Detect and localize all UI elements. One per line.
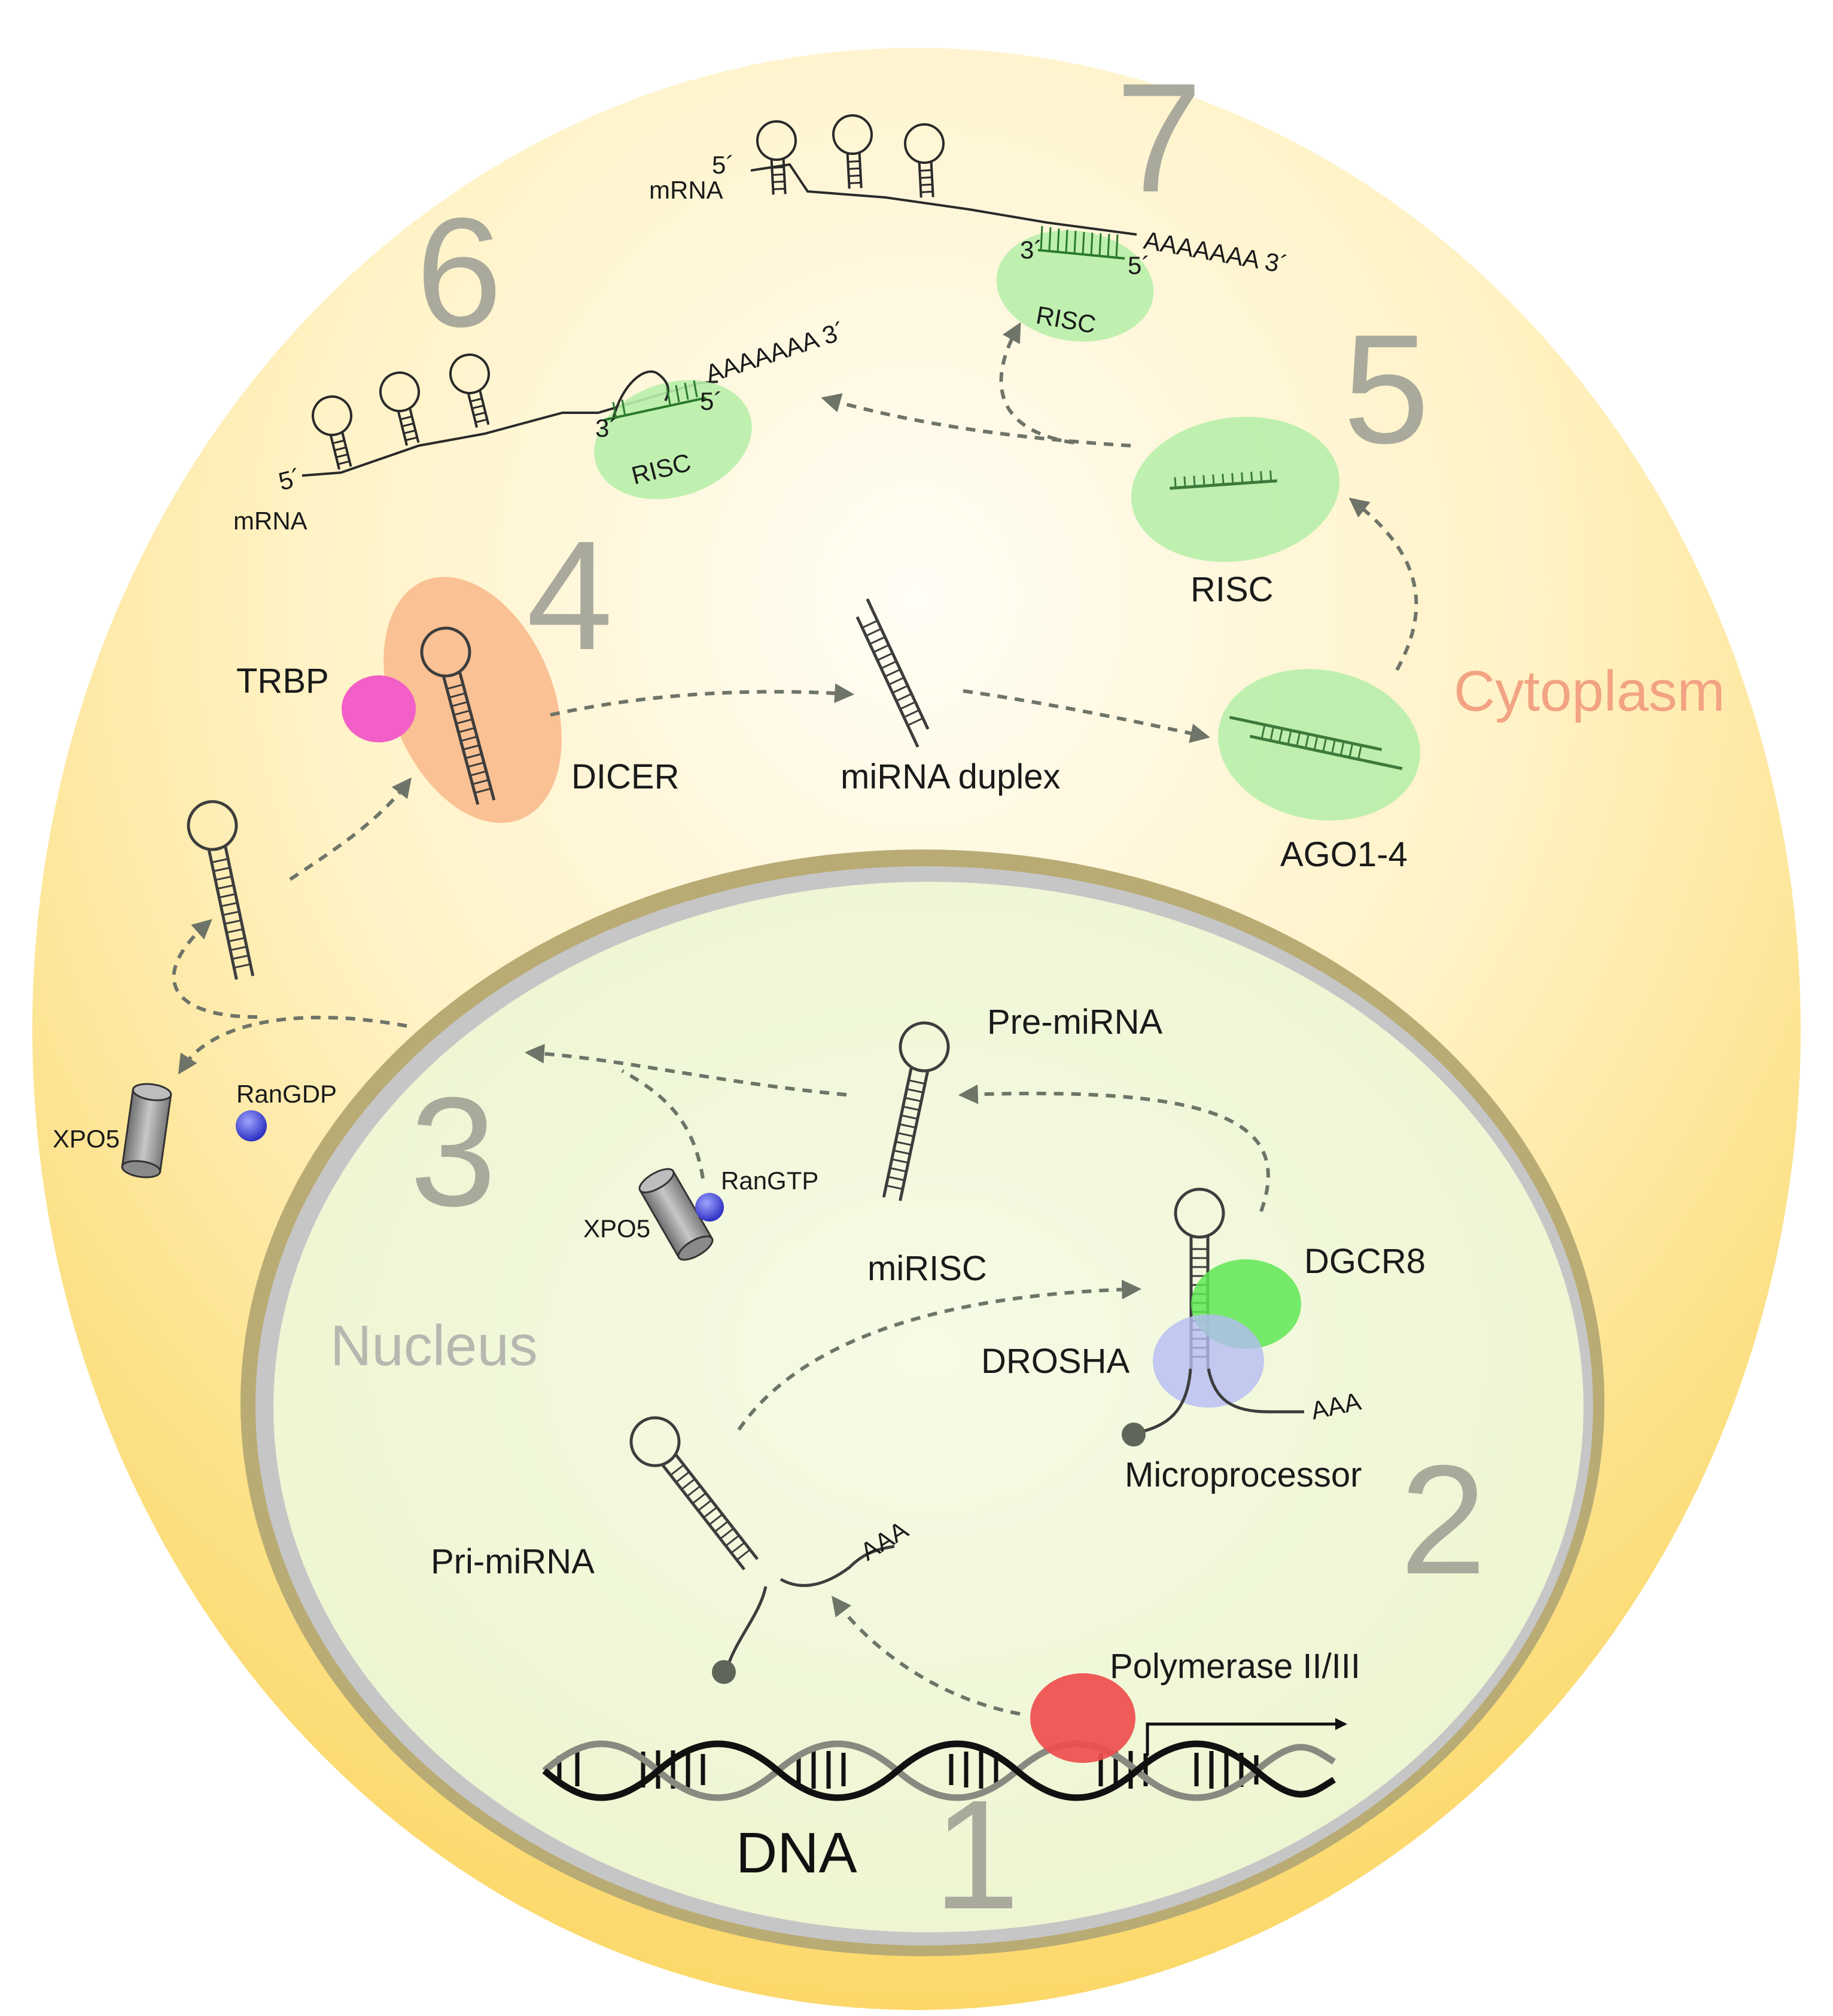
mirna-duplex-label: miRNA duplex bbox=[841, 757, 1060, 796]
step-number-2: 2 bbox=[1400, 1433, 1487, 1607]
arrow-to-duplex bbox=[550, 683, 855, 717]
microprocessor-5prime-flank bbox=[1136, 1368, 1192, 1435]
arrow-pre-mirna-released bbox=[172, 919, 258, 1019]
arrow-release-xpo5 bbox=[178, 1015, 407, 1075]
cytoplasm-label: Cytoplasm bbox=[1454, 659, 1725, 723]
cap-icon bbox=[712, 1660, 736, 1684]
mirisc-label: miRISC bbox=[867, 1249, 987, 1288]
arrow-to-pre-mirna bbox=[958, 1084, 1270, 1213]
transcription-start-arrow bbox=[1146, 1718, 1347, 1756]
risc-icon bbox=[1131, 416, 1340, 562]
drosha-label: DROSHA bbox=[981, 1342, 1129, 1381]
guide-strand-full bbox=[1037, 249, 1125, 260]
pre-mirna-label: Pre-miRNA bbox=[987, 1003, 1163, 1042]
dgcr8-label: DGCR8 bbox=[1304, 1242, 1426, 1281]
mrna7-risc-5prime: 5´ bbox=[1128, 251, 1150, 279]
polymerase-icon bbox=[1030, 1673, 1135, 1763]
partial-pairing bbox=[612, 380, 698, 419]
mrna6-label: mRNA bbox=[233, 507, 307, 535]
nucleoplasm bbox=[273, 882, 1584, 1932]
rangtp-label: RanGTP bbox=[721, 1167, 818, 1195]
guide-strand-icon bbox=[1170, 470, 1277, 490]
arrow-xpo5-export bbox=[621, 1069, 705, 1179]
pri-mirna-label: Pri-miRNA bbox=[431, 1542, 595, 1581]
risc-icon bbox=[594, 380, 752, 500]
arrow-to-ago bbox=[963, 689, 1210, 743]
dna-helix-icon bbox=[542, 1740, 1336, 1801]
arrow-to-dicer bbox=[289, 777, 412, 881]
step-number-7: 7 bbox=[1116, 51, 1202, 225]
mrna7-5prime: 5´ bbox=[712, 151, 734, 179]
full-pairing bbox=[1040, 226, 1119, 258]
microprocessor-3prime-flank bbox=[1207, 1368, 1304, 1414]
trbp-label: TRBP bbox=[236, 662, 329, 701]
ago-icon bbox=[1218, 669, 1420, 821]
arrow-to-risc bbox=[1348, 497, 1418, 671]
xpo5-cytoplasm-label: XPO5 bbox=[53, 1125, 120, 1153]
arrow-pre-mirna-to-export bbox=[524, 1043, 847, 1097]
xpo5-cylinder-icon bbox=[638, 1168, 714, 1261]
mirna-duplex-icon bbox=[855, 598, 930, 748]
mrna7-label: mRNA bbox=[649, 176, 723, 204]
arrow-to-translational-repression bbox=[821, 393, 1131, 447]
mrna6-risc-3prime: 3´ bbox=[595, 414, 617, 442]
cap-icon bbox=[1122, 1423, 1146, 1446]
mirna-duplex-icon bbox=[1229, 715, 1403, 771]
risc-label: RISC bbox=[1190, 570, 1274, 609]
step-number-4: 4 bbox=[526, 509, 613, 683]
step-number-6: 6 bbox=[416, 186, 503, 360]
polymerase-label: Polymerase II/III bbox=[1110, 1647, 1360, 1686]
nucleus-region bbox=[240, 849, 1604, 1956]
drosha-icon bbox=[1153, 1314, 1264, 1408]
ran-sphere-icon bbox=[695, 1193, 724, 1222]
ran-sphere-icon bbox=[236, 1110, 267, 1141]
mrna6-risc-5prime: 5´ bbox=[700, 387, 722, 415]
guide-strand-partial bbox=[604, 397, 707, 421]
pri-mirna-5prime-flank bbox=[725, 1586, 768, 1670]
ago-label: AGO1-4 bbox=[1280, 835, 1408, 874]
dicer-label: DICER bbox=[571, 757, 679, 796]
dna-label: DNA bbox=[736, 1821, 857, 1885]
xpo5-cylinder-icon bbox=[121, 1083, 172, 1178]
xpo5-nucleus-label: XPO5 bbox=[583, 1214, 650, 1243]
dicer-icon bbox=[383, 577, 562, 823]
trbp-icon bbox=[342, 675, 416, 742]
arrow-transcription bbox=[832, 1595, 1021, 1716]
rangdp-label: RanGDP bbox=[236, 1080, 337, 1108]
step-number-3: 3 bbox=[410, 1065, 497, 1239]
nucleus-label: Nucleus bbox=[330, 1314, 538, 1378]
arrow-to-microprocessor bbox=[737, 1280, 1142, 1431]
mrna-strand-icon bbox=[750, 114, 1137, 236]
microprocessor-label: Microprocessor bbox=[1125, 1455, 1362, 1494]
step-number-5: 5 bbox=[1343, 303, 1430, 476]
pri-mirna-3prime-flank bbox=[780, 1545, 895, 1587]
mrna7-risc-3prime: 3´ bbox=[1020, 236, 1042, 264]
